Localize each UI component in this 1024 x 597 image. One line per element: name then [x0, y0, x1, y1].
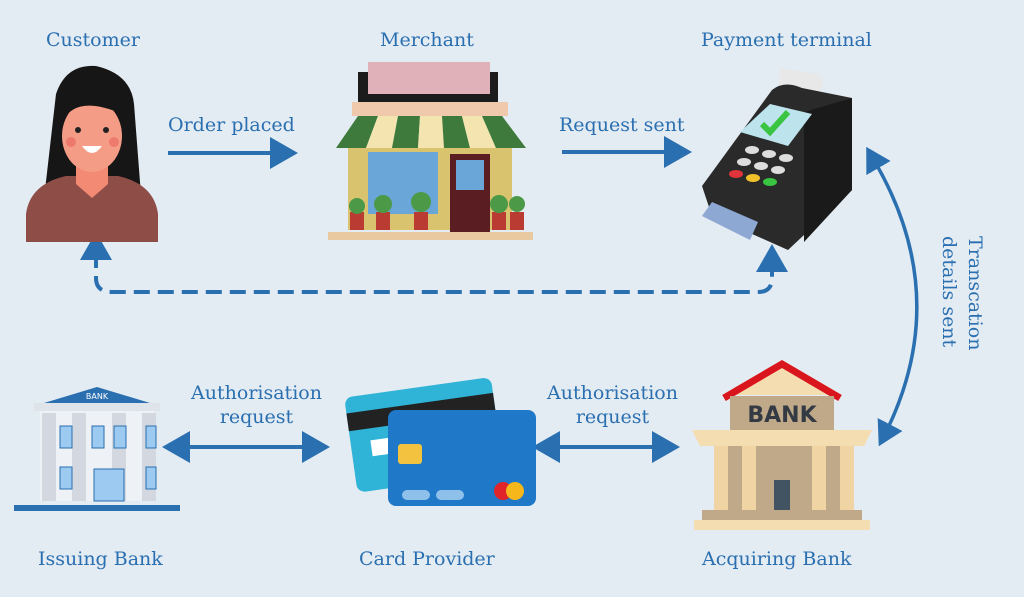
merchant-label: Merchant [380, 29, 474, 51]
terminal-label: Payment terminal [701, 29, 872, 51]
credit-cards-icon [340, 370, 540, 508]
issuing-bank-sign: BANK [86, 392, 109, 401]
order-placed-label: Order placed [168, 114, 295, 136]
return-dashed-arrow [80, 232, 788, 294]
request-sent-label: Request sent [559, 114, 685, 136]
issuing-bank-icon: BANK [14, 381, 180, 515]
auth-request-left-label: Authorisation request [191, 382, 322, 428]
customer-label: Customer [46, 29, 140, 51]
card-provider-label: Card Provider [359, 548, 495, 570]
issuing-bank-label: Issuing Bank [38, 548, 163, 570]
merchant-store-icon [328, 62, 533, 242]
acquiring-bank-sign: BANK [747, 403, 817, 428]
payment-terminal-icon [692, 66, 858, 252]
acquiring-bank-label: Acquiring Bank [702, 548, 852, 570]
transaction-details-arrow [866, 146, 919, 447]
auth-request-right-label: Authorisation request [547, 382, 678, 428]
customer-avatar-icon [26, 64, 158, 242]
acquiring-bank-icon: BANK [692, 350, 872, 534]
